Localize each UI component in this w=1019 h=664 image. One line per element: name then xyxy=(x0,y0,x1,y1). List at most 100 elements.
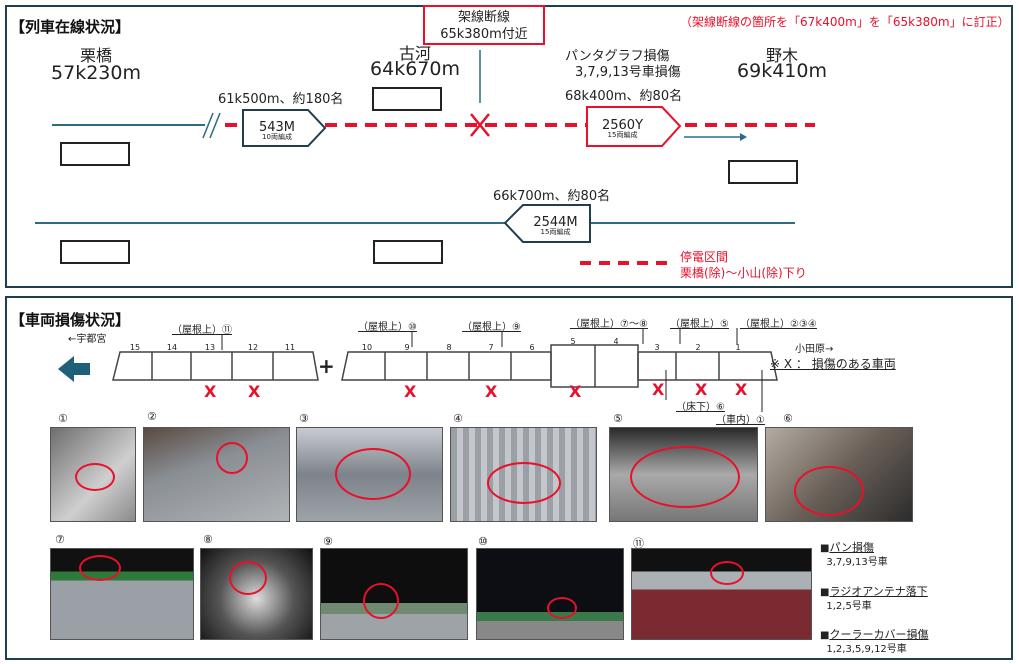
annotation: （屋根上）⑨ xyxy=(462,322,521,333)
break-mark xyxy=(209,112,221,139)
panel-title: 【車両損傷状況】 xyxy=(10,311,131,329)
damage-x-mark: X xyxy=(485,382,498,401)
break-mark xyxy=(202,112,214,139)
damage-photo-7[interactable] xyxy=(50,548,194,640)
damage-x-mark: X xyxy=(404,382,417,401)
train-position: 68k400m、約80名 xyxy=(565,89,683,104)
car-number: 2 xyxy=(695,343,701,352)
coupling-plus: + xyxy=(318,354,335,378)
wire-break-box: 架線断線 65k380m付近 xyxy=(423,5,545,45)
train-consist-diagram xyxy=(58,344,778,388)
platform xyxy=(60,142,130,166)
annotation: （屋根上）⑦～⑧ xyxy=(570,319,648,330)
wire-break-label: 架線断線 xyxy=(457,10,510,25)
train-cars: 15両編成 xyxy=(607,131,638,139)
photo-label: ③ xyxy=(299,412,309,425)
platform xyxy=(60,240,130,264)
annotation-arrows xyxy=(221,328,763,412)
car-number: 12 xyxy=(247,343,259,352)
photo-label: ⑤ xyxy=(613,412,623,425)
damage-x-mark: X xyxy=(652,380,665,399)
train-id: 2544M xyxy=(533,215,578,230)
annotation: （屋根上）⑩ xyxy=(358,322,417,333)
damage-photo-1[interactable] xyxy=(50,427,136,522)
legend-outage-range: 栗橋(除)～小山(除)下り xyxy=(680,266,807,280)
annotation: （屋根上）⑤ xyxy=(670,319,729,330)
legend-outage-label: 停電区間 xyxy=(680,250,729,264)
car-number: 10 xyxy=(361,343,373,352)
annotation: （屋根上）②③④ xyxy=(740,319,817,330)
train-id: 2560Y xyxy=(601,118,644,133)
damage-photo-5[interactable] xyxy=(609,427,758,522)
station-name: 古河 xyxy=(398,44,431,63)
train-2560Y-shape xyxy=(586,106,682,147)
train-2544M-shape xyxy=(503,204,591,243)
photo-label: ④ xyxy=(453,412,463,425)
car-number: 1 xyxy=(735,343,741,352)
station-km: 57k230m xyxy=(51,62,141,84)
direction-arrow-icon xyxy=(58,356,90,382)
train-set-b xyxy=(341,344,778,388)
station-name: 栗橋 xyxy=(79,46,112,65)
station-km: 69k410m xyxy=(737,60,827,82)
photo-label: ⑩ xyxy=(478,535,488,548)
annotation: （屋根上）⑪ xyxy=(172,325,232,336)
car-number: 3 xyxy=(654,343,660,352)
train-543M-shape xyxy=(242,109,327,147)
legend-title: パン損傷 xyxy=(829,541,875,554)
train-cars: 15両編成 xyxy=(540,228,571,236)
damage-photo-10[interactable] xyxy=(476,548,624,640)
damage-x-mark: X xyxy=(569,382,582,401)
damage-photo-3[interactable] xyxy=(296,427,443,522)
damage-x-mark: X xyxy=(248,382,261,401)
platform xyxy=(728,160,798,184)
legend-title: ラジオアンテナ落下 xyxy=(829,585,928,598)
legend-title: クーラーカバー損傷 xyxy=(829,628,929,641)
damage-x-mark: X xyxy=(204,382,217,401)
train-id: 543M xyxy=(258,120,296,135)
track-diagram xyxy=(35,50,815,265)
direction-left: ←宇都宮 xyxy=(68,334,107,345)
damage-x-mark: X xyxy=(695,380,708,399)
legend-cars: 3,7,9,13号車 xyxy=(826,556,888,568)
damaged-cars: 3,7,9,13号車損傷 xyxy=(575,65,681,80)
wire-break-x-icon xyxy=(470,113,490,137)
train-position-panel xyxy=(5,5,1013,288)
damage-photo-6[interactable] xyxy=(765,427,913,522)
x-mark-legend: ※ X ： 損傷のある車両 xyxy=(770,357,896,371)
car-number: 6 xyxy=(529,343,535,352)
panel-title: 【列車在線状況】 xyxy=(10,18,131,36)
correction-note: （架線断線の箇所を「67k400m」を「65k380m」に訂正） xyxy=(680,15,1010,29)
photo-label: ⑥ xyxy=(783,412,793,425)
car-number: 7 xyxy=(488,343,494,352)
legend-pantograph: ■パン損傷 3,7,9,13号車 xyxy=(820,541,888,568)
wire-break-location: 65k380m付近 xyxy=(440,27,528,42)
legend-antenna: ■ラジオアンテナ落下 1,2,5号車 xyxy=(820,585,928,612)
car-number: 5 xyxy=(570,337,576,346)
photo-label: ⑦ xyxy=(55,533,65,546)
legend-cars: 1,2,5号車 xyxy=(826,600,872,612)
photo-label: ⑧ xyxy=(203,533,213,546)
photo-label: ① xyxy=(58,412,68,425)
damage-photo-8[interactable] xyxy=(200,548,313,640)
platform xyxy=(372,87,442,111)
damage-photo-4[interactable] xyxy=(450,427,597,522)
direction-right: 小田原→ xyxy=(795,344,834,355)
damage-x-mark: X xyxy=(735,380,748,399)
car-number: 13 xyxy=(204,343,216,352)
damage-photo-2[interactable] xyxy=(143,427,290,522)
legend-cars: 1,2,3,5,9,12号車 xyxy=(826,643,907,655)
platform xyxy=(373,240,443,264)
damage-photo-9[interactable] xyxy=(320,548,468,640)
photo-label: ⑨ xyxy=(323,535,333,548)
train-position: 61k500m、約180名 xyxy=(218,92,344,107)
car-number: 14 xyxy=(166,343,178,352)
train-position: 66k700m、約80名 xyxy=(493,189,611,204)
damage-photo-11[interactable] xyxy=(631,548,812,640)
car-number: 9 xyxy=(404,343,410,352)
car-number: 11 xyxy=(284,343,296,352)
photo-label: ⑪ xyxy=(633,537,644,550)
